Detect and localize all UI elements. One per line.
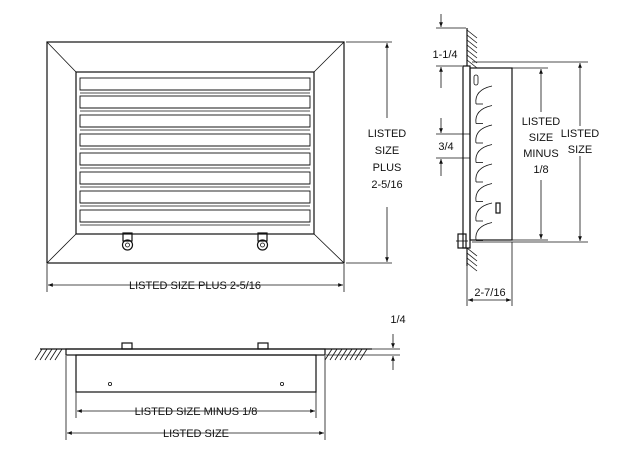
bottom-flange — [65, 348, 326, 356]
side-blade — [475, 183, 493, 202]
front-height-label-3: PLUS — [373, 162, 402, 174]
side-blade — [475, 105, 493, 124]
side-catch — [473, 74, 479, 86]
front-height-label-4: 2-5/16 — [371, 179, 402, 191]
side-blades — [475, 85, 493, 241]
front-latch-right — [256, 232, 269, 251]
side-blade — [475, 124, 493, 144]
side-blade — [475, 202, 493, 222]
bottom-tab-right — [257, 342, 269, 350]
side-blade — [475, 144, 493, 163]
bottom-tab-left — [121, 342, 133, 350]
front-outer-frame — [46, 41, 345, 264]
bottom-hole-left — [108, 381, 113, 386]
bottom-listed-label: LISTED SIZE — [163, 428, 229, 440]
side-blade-label: 3/4 — [438, 141, 453, 153]
side-depth-label: 2-7/16 — [474, 287, 505, 299]
side-minus-label-4: 1/8 — [533, 164, 548, 176]
side-view: 1-1/4 3/4 LISTED SIZE MINUS 1/8 LISTED S… — [432, 14, 599, 306]
bottom-wall-hatching — [34, 348, 368, 361]
side-blade — [475, 85, 493, 105]
front-blade — [79, 77, 311, 91]
bottom-view: 1/4 LISTED SIZE MINUS 1/8 LISTED SIZE — [34, 314, 406, 440]
front-blade — [79, 133, 311, 147]
side-listed-label-1: LISTED — [561, 128, 600, 140]
front-latch-left — [121, 232, 134, 251]
front-blade — [79, 209, 311, 223]
bottom-body — [75, 354, 317, 393]
front-width-label: LISTED SIZE PLUS 2-5/16 — [129, 280, 261, 292]
side-wall-hatching — [466, 29, 478, 272]
front-blade — [79, 152, 311, 166]
front-blade — [79, 95, 311, 109]
front-inner-frame — [75, 71, 315, 235]
bottom-minus-label: LISTED SIZE MINUS 1/8 — [135, 406, 258, 418]
side-clip — [495, 202, 501, 214]
side-minus-label-3: MINUS — [523, 148, 558, 160]
bottom-hole-right — [279, 381, 284, 386]
side-body — [469, 67, 513, 241]
front-blade — [79, 114, 311, 128]
front-view: LISTED SIZE PLUS 2-5/16 LISTED SIZE PLUS… — [46, 41, 407, 292]
front-blade — [79, 190, 311, 204]
side-minus-label-1: LISTED — [522, 116, 561, 128]
side-blade — [475, 222, 493, 241]
side-flange — [462, 65, 471, 249]
front-height-label-1: LISTED — [368, 128, 407, 140]
side-flange-label: 1-1/4 — [432, 49, 457, 61]
bottom-thickness-label: 1/4 — [390, 314, 405, 326]
side-blade — [475, 163, 493, 183]
front-blade — [79, 171, 311, 185]
side-minus-label-2: SIZE — [529, 132, 553, 144]
side-listed-label-2: SIZE — [568, 144, 592, 156]
front-height-label-2: SIZE — [375, 145, 399, 157]
front-blades — [79, 77, 311, 226]
